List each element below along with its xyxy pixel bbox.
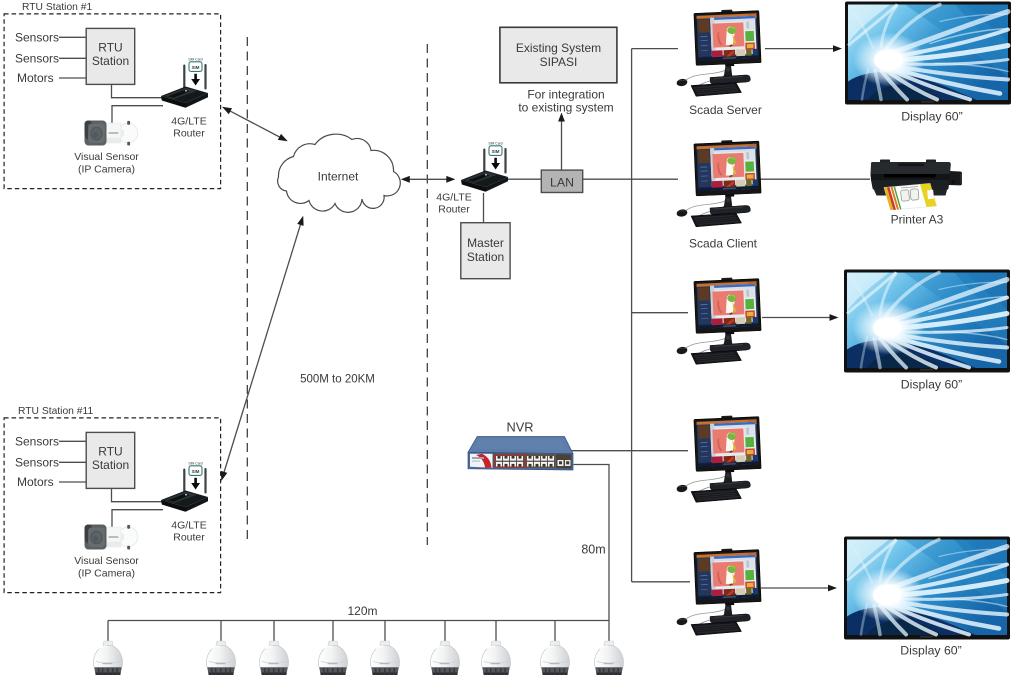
svg-text:Internet: Internet bbox=[318, 170, 359, 184]
svg-text:Sensors: Sensors bbox=[15, 456, 59, 470]
svg-text:Router: Router bbox=[173, 532, 205, 544]
svg-text:Master: Master bbox=[467, 236, 504, 250]
svg-text:Router: Router bbox=[438, 204, 470, 216]
svg-text:SIPASI: SIPASI bbox=[540, 55, 578, 69]
svg-text:RTU Station #1: RTU Station #1 bbox=[22, 2, 92, 13]
svg-text:4G/LTE: 4G/LTE bbox=[171, 520, 206, 532]
svg-text:(IP Camera): (IP Camera) bbox=[78, 568, 135, 580]
svg-text:RTU: RTU bbox=[98, 445, 122, 459]
svg-text:Motors: Motors bbox=[17, 71, 54, 85]
svg-text:Sensors: Sensors bbox=[15, 31, 59, 45]
svg-text:Station: Station bbox=[467, 250, 504, 264]
svg-text:For integration: For integration bbox=[527, 88, 604, 102]
svg-text:LAN: LAN bbox=[550, 176, 574, 190]
svg-text:80m: 80m bbox=[581, 543, 605, 557]
svg-text:Scada Server: Scada Server bbox=[689, 103, 762, 117]
svg-text:120m: 120m bbox=[347, 604, 377, 618]
svg-text:Visual Sensor: Visual Sensor bbox=[74, 151, 139, 163]
svg-text:RTU: RTU bbox=[98, 41, 122, 55]
svg-text:Display 60”: Display 60” bbox=[901, 110, 963, 124]
svg-text:Sensors: Sensors bbox=[15, 52, 59, 66]
svg-text:NVR: NVR bbox=[506, 420, 533, 435]
svg-text:Visual Sensor: Visual Sensor bbox=[74, 555, 139, 567]
svg-text:4G/LTE: 4G/LTE bbox=[171, 116, 206, 128]
svg-text:Station: Station bbox=[92, 54, 129, 68]
svg-text:to existing system: to existing system bbox=[518, 101, 613, 115]
svg-text:Scada Client: Scada Client bbox=[689, 237, 758, 251]
svg-text:500M to 20KM: 500M to 20KM bbox=[300, 374, 375, 386]
svg-text:Station: Station bbox=[92, 458, 129, 472]
svg-text:RTU Station #11: RTU Station #11 bbox=[18, 406, 93, 417]
svg-text:(IP Camera): (IP Camera) bbox=[78, 164, 135, 176]
svg-text:Existing System: Existing System bbox=[516, 41, 601, 55]
svg-text:Display 60”: Display 60” bbox=[901, 378, 963, 392]
svg-text:Motors: Motors bbox=[17, 475, 54, 489]
svg-text:Printer A3: Printer A3 bbox=[891, 213, 944, 227]
svg-text:Sensors: Sensors bbox=[15, 435, 59, 449]
svg-text:Router: Router bbox=[173, 128, 205, 140]
svg-text:Display 60”: Display 60” bbox=[900, 644, 962, 658]
svg-text:4G/LTE: 4G/LTE bbox=[436, 192, 471, 204]
